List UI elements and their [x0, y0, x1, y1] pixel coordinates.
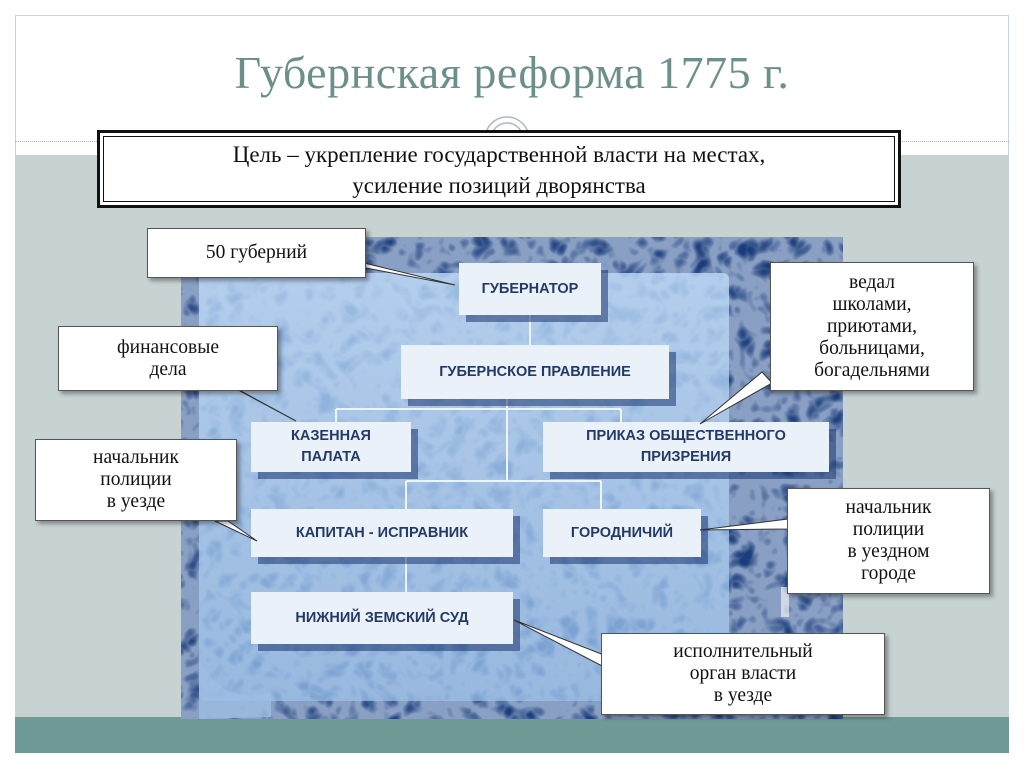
node-court-label: НИЖНИЙ ЗЕМСКИЙ СУД	[295, 609, 469, 626]
callout-provinces-text: 50 губерний	[205, 242, 308, 263]
callout-charity-duties: ведал школами, приютами, больницами, бог…	[770, 262, 974, 391]
node-treasury-label-2: ПАЛАТА	[301, 449, 361, 465]
node-mayor-label: ГОРОДНИЧИЙ	[570, 524, 674, 541]
node-captain-label: КАПИТАН - ИСПРАВНИК	[295, 524, 469, 541]
callout-police-county-text: начальник полиции в уезде	[93, 447, 179, 512]
goal-line-1: Цель – укрепление государственной власти…	[232, 142, 766, 167]
callout-provinces: 50 губерний	[147, 228, 366, 278]
org-connectors	[335, 290, 622, 592]
goal-box: Цель – укрепление государственной власти…	[97, 130, 901, 208]
callout-police-town-text: начальник полиции в уездном городе	[845, 497, 932, 584]
bottom-accent-bar	[15, 717, 1009, 753]
callout-finance: финансовые дела	[58, 326, 278, 391]
callout-police-town: начальник полиции в уездном городе	[787, 488, 990, 594]
callout-charity-duties-text: ведал школами, приютами, больницами, бог…	[814, 271, 930, 381]
page-title: Губернская реформа 1775 г.	[234, 47, 790, 98]
node-provincial-board-label: ГУБЕРНСКОЕ ПРАВЛЕНИЕ	[439, 363, 631, 380]
node-governor: ГУБЕРНАТОР	[459, 263, 601, 315]
node-treasury: КАЗЕННАЯ ПАЛАТА	[251, 422, 411, 472]
node-treasury-label-1: КАЗЕННАЯ	[291, 428, 371, 444]
node-charity: ПРИКАЗ ОБЩЕСТВЕННОГО ПРИЗРЕНИЯ	[543, 422, 829, 472]
node-charity-label-2: ПРИЗРЕНИЯ	[640, 449, 732, 465]
node-charity-label-1: ПРИКАЗ ОБЩЕСТВЕННОГО	[586, 428, 786, 444]
callout-police-county: начальник полиции в уезде	[35, 439, 237, 521]
node-court: НИЖНИЙ ЗЕМСКИЙ СУД	[251, 592, 513, 644]
callout-executive: исполнительный орган власти в уезде	[601, 633, 885, 715]
goal-line-2: усиление позиций дворянства	[352, 173, 646, 198]
node-governor-label: ГУБЕРНАТОР	[481, 280, 579, 297]
callout-finance-text: финансовые дела	[117, 336, 219, 380]
node-provincial-board: ГУБЕРНСКОЕ ПРАВЛЕНИЕ	[401, 345, 669, 399]
node-captain: КАПИТАН - ИСПРАВНИК	[251, 509, 513, 557]
node-mayor: ГОРОДНИЧИЙ	[543, 509, 701, 557]
callout-executive-text: исполнительный орган власти в уезде	[673, 641, 813, 706]
